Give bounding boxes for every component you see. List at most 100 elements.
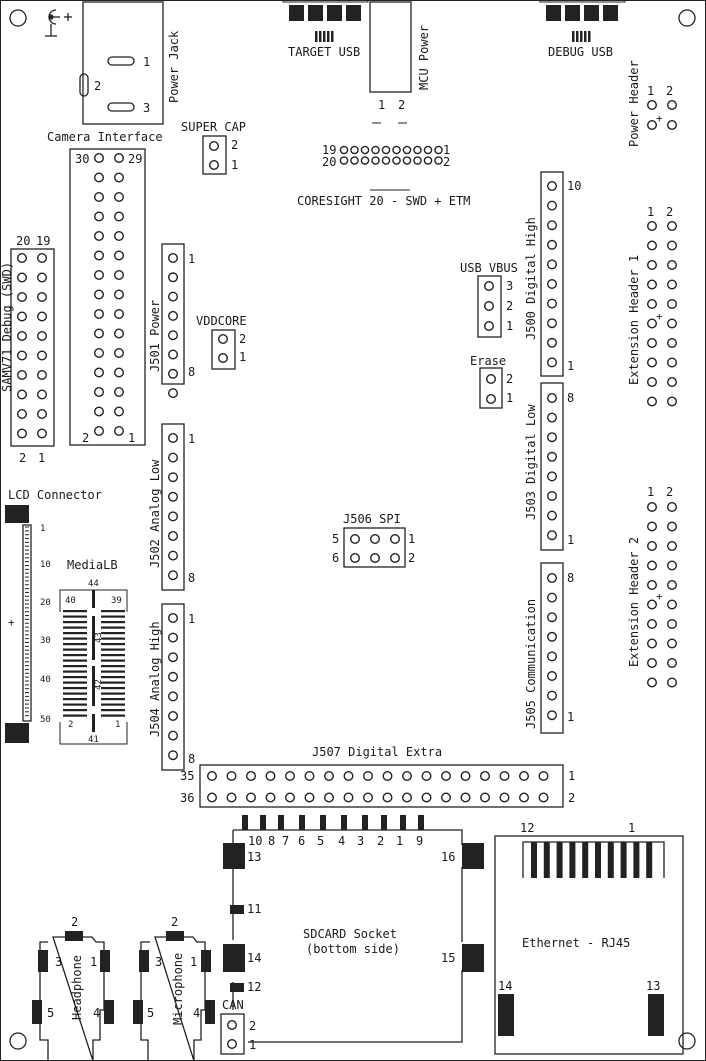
pin-label: 1: [567, 359, 574, 373]
pin-pad: [547, 180, 558, 191]
pin-label: 14: [498, 979, 512, 993]
pin-label: 10: [248, 834, 262, 848]
medialb-pad: [63, 665, 87, 668]
pin-label: 2: [82, 431, 89, 445]
pin-label: 1: [408, 532, 415, 546]
pin-label: 2: [377, 834, 384, 848]
crosshair-marker: +: [656, 112, 663, 125]
pin-label: 8: [188, 365, 195, 379]
medialb-label: MediaLB: [67, 558, 118, 572]
ethernet-pin: [620, 842, 627, 878]
medialb-pad: [101, 659, 125, 662]
pin-pad: [37, 331, 48, 342]
pin-label: 2: [239, 332, 246, 346]
pin-label: 19: [322, 143, 336, 157]
pin-pad: [93, 289, 104, 300]
pin-label: 5: [47, 1006, 54, 1020]
pin-pad: [206, 792, 217, 803]
ethernet-pin: [595, 842, 601, 878]
pin-pad: [647, 318, 658, 329]
sdcard-socket: [223, 815, 484, 1043]
pin-pad: [441, 792, 452, 803]
pin-label: 1: [239, 350, 246, 364]
pin-pad: [390, 534, 401, 545]
pin-pad: [343, 792, 354, 803]
lcd-connector: [5, 505, 32, 743]
pin-label: 13: [646, 979, 660, 993]
pin-pad: [667, 619, 678, 630]
pin-pad: [93, 328, 104, 339]
pin-pad: [167, 613, 178, 624]
pin-label: 2: [231, 138, 238, 152]
pin-label: 1: [128, 431, 135, 445]
pin-pad: [350, 534, 361, 545]
pin-pad: [113, 191, 124, 202]
pin-pad: [113, 230, 124, 241]
pin-pad: [93, 230, 104, 241]
pin-label: 2: [94, 79, 101, 93]
medialb-pad: [101, 670, 125, 673]
pin-pad: [245, 771, 256, 782]
pin-label: 7: [282, 834, 289, 848]
pin-pad: [167, 511, 178, 522]
pin-pad: [647, 541, 658, 552]
pin-pad: [484, 321, 495, 332]
pin-pad: [93, 172, 104, 183]
pin-pad: [93, 250, 104, 261]
pin-pad: [423, 156, 433, 165]
lcd-crosshair: +: [8, 616, 15, 629]
medialb-pad: [63, 621, 87, 624]
pin-pad: [667, 396, 678, 407]
pin-label: 2: [408, 551, 415, 565]
j505-label: J505 Communication: [524, 599, 538, 729]
pin-pad: [370, 553, 381, 564]
pin-pad: [113, 348, 124, 359]
pin-pad: [382, 792, 393, 803]
pin-pad: [392, 145, 401, 155]
pin-pad: [460, 771, 471, 782]
pin-label: 3: [357, 834, 364, 848]
pin-pad: [480, 771, 491, 782]
pin-pad: [37, 409, 48, 420]
pin-pad: [17, 370, 28, 381]
medialb-pad: [63, 692, 87, 695]
pin-label: 20: [40, 598, 51, 608]
j502-label: J502 Analog Low: [148, 459, 162, 568]
pin-label: 1: [506, 391, 513, 405]
pin-pad: [167, 691, 178, 702]
pin-pad: [167, 570, 178, 581]
pin-pad: [265, 771, 276, 782]
pin-pad: [647, 396, 658, 407]
dc-polarity-icon: [45, 9, 72, 37]
pin-label: 30: [40, 636, 51, 646]
pin-pad: [647, 119, 658, 130]
pin-pad: [647, 299, 658, 310]
pin-pad: [547, 631, 558, 642]
medialb-pad: [63, 681, 87, 684]
pin-pad: [167, 632, 178, 643]
pin-pad: [363, 771, 374, 782]
pin-pad: [390, 553, 401, 564]
pin-label: 2: [666, 84, 673, 98]
erase-label: Erase: [470, 354, 506, 368]
pin-pad: [484, 281, 495, 292]
pin-pad: [17, 428, 28, 439]
pin-pad: [402, 771, 413, 782]
pin-label: 1: [188, 612, 195, 626]
pin-label: 35: [180, 769, 194, 783]
pin-pad: [667, 119, 678, 130]
j504-header: [161, 603, 185, 771]
pin-pad: [285, 771, 296, 782]
pin-label: 1: [647, 485, 654, 499]
pin-pad: [217, 334, 228, 345]
pin-pad: [647, 502, 658, 513]
medialb-pad: [63, 676, 87, 679]
pin-label: 2: [68, 720, 73, 730]
pin-pad: [17, 389, 28, 400]
j507-header: [199, 764, 564, 808]
vddcore-label: VDDCORE: [196, 314, 247, 328]
headphone-jack: [32, 931, 114, 1061]
pin-pad: [37, 350, 48, 361]
pin-pad: [167, 730, 178, 741]
